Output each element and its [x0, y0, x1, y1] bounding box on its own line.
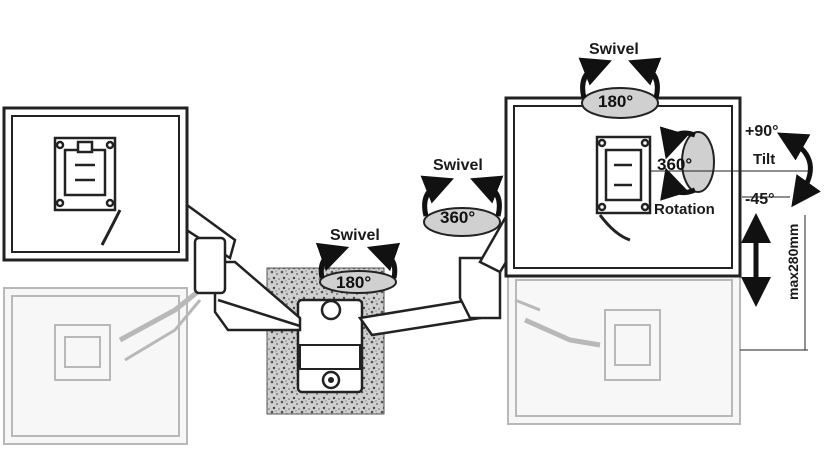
swivel-center-angle: 180° [336, 273, 371, 292]
wall-mount-base [266, 267, 385, 415]
swivel-top-angle: 180° [598, 92, 633, 111]
swivel-top-indicator [578, 57, 662, 119]
swivel-center-label: Swivel [330, 227, 380, 244]
ghost-left-monitor [3, 287, 202, 445]
swivel-center-indicator [315, 242, 401, 294]
tilt-down-label: -45° [745, 191, 775, 208]
height-adjust-indicator [740, 213, 808, 351]
tilt-up-label: +90° [745, 123, 779, 140]
right-vesa-plate [595, 135, 652, 215]
swivel-right-arm-angle: 360° [440, 208, 475, 227]
rotation-indicator [659, 126, 715, 201]
rotation-label: Rotation [654, 201, 715, 218]
tilt-indicator [650, 132, 821, 208]
left-vesa-plate [53, 136, 117, 212]
swivel-top-label: Swivel [589, 41, 639, 58]
ghost-right-monitor [507, 271, 741, 425]
tilt-label: Tilt [753, 151, 775, 168]
height-adjust-label: max280mm [785, 224, 801, 300]
rotation-angle: 360° [657, 155, 692, 174]
swivel-right-arm-indicator [420, 175, 504, 237]
left-monitor [2, 106, 189, 262]
swivel-right-arm-label: Swivel [433, 157, 483, 174]
